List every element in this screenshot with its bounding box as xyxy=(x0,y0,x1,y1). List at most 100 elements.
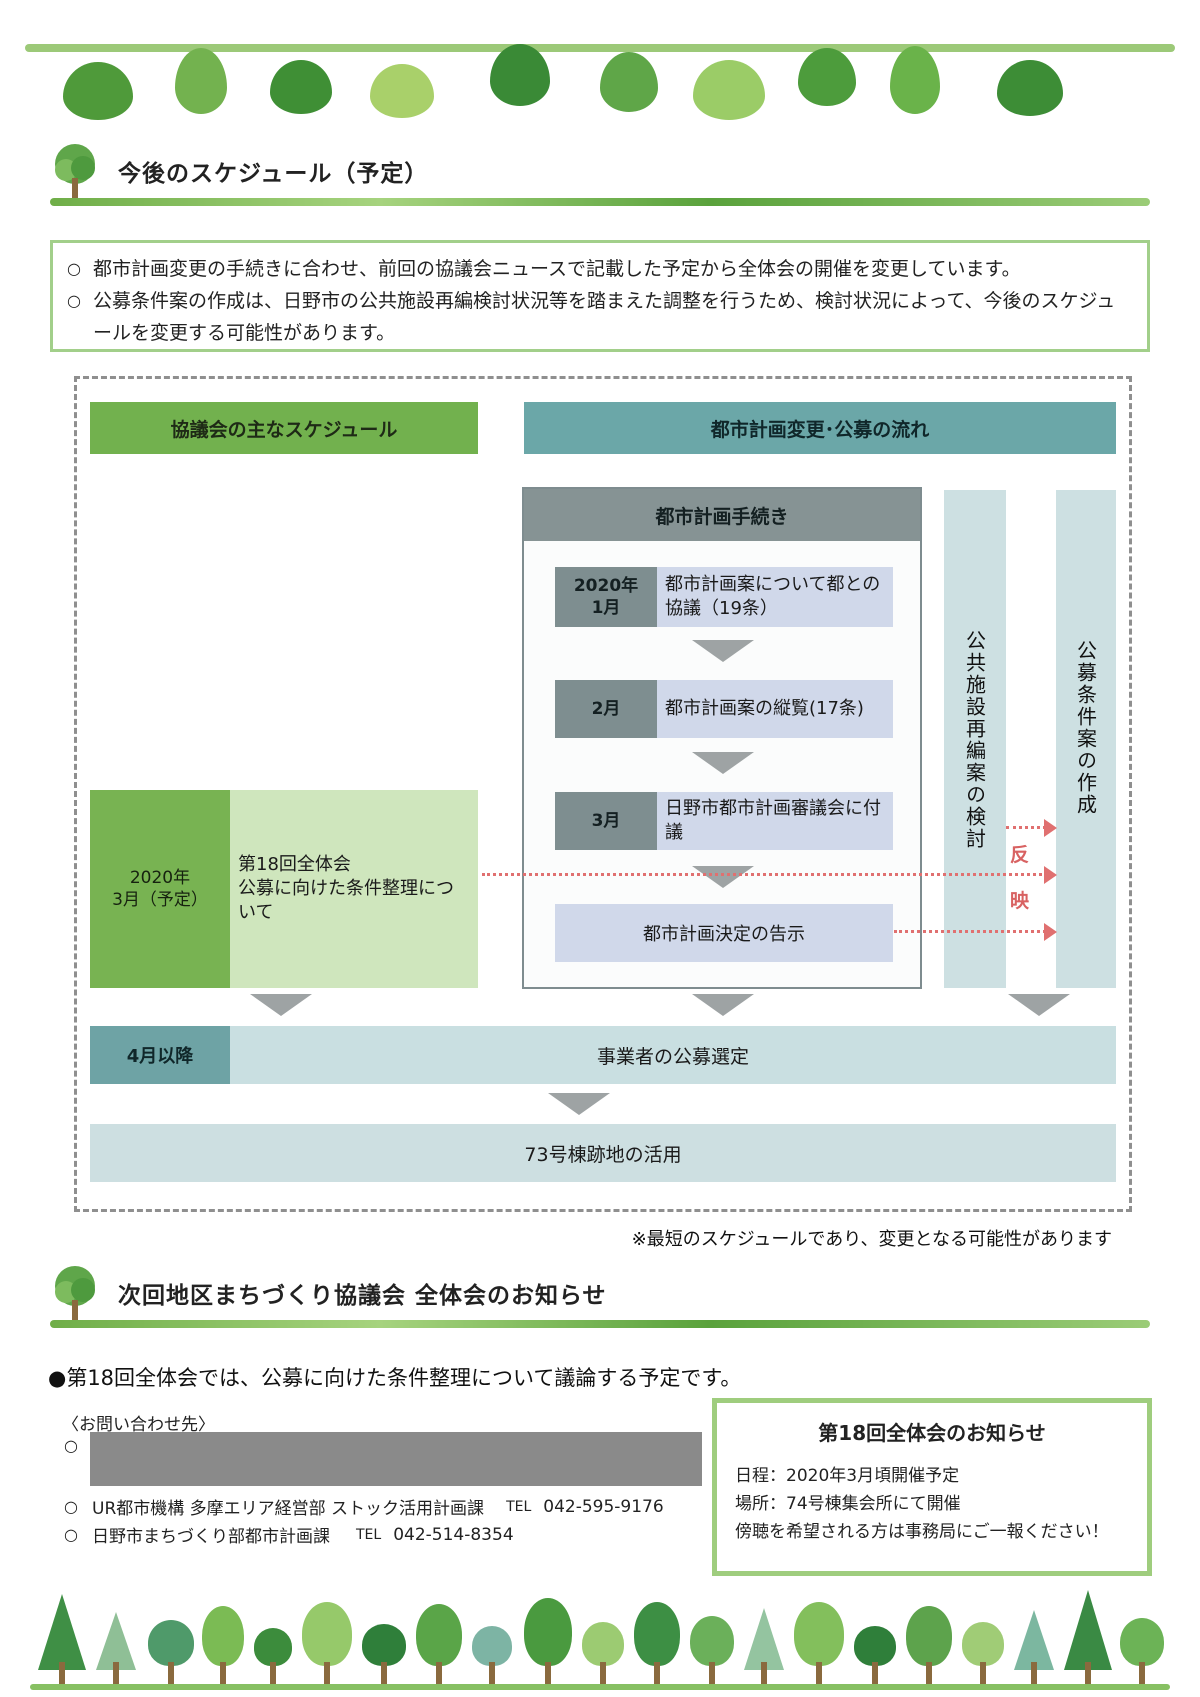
notice-text: 都市計画変更の手続きに合わせ、前回の協議会ニュースで記載した予定から全体会の開催… xyxy=(93,258,1021,280)
section-heading-notice: 次回地区まちづくり協議会 全体会のお知らせ xyxy=(50,1264,1150,1334)
bullet-circle: ○ xyxy=(64,1497,78,1516)
planning-flow-header: 都市計画変更･公募の流れ xyxy=(524,402,1116,454)
leaf-icon xyxy=(63,62,133,120)
reflect-arrowhead xyxy=(1044,819,1057,837)
selection-text: 事業者の公募選定 xyxy=(230,1026,1116,1084)
flow-arrow xyxy=(548,1093,610,1115)
step-text: 都市計画案について都との協議（19条） xyxy=(657,567,893,627)
meeting-title: 第18回全体会のお知らせ xyxy=(818,1421,1046,1445)
leaf-icon xyxy=(600,52,658,112)
section-title: 今後のスケジュール（予定） xyxy=(118,161,429,187)
contact-row: ○ xyxy=(64,1436,92,1455)
site-utilization: 73号棟跡地の活用 xyxy=(90,1124,1116,1182)
bullet-circle: ○ xyxy=(64,1436,78,1455)
contact-row: ○ 日野市まちづくり部都市計画課 TEL 042-514-8354 xyxy=(64,1522,514,1548)
tree-icon xyxy=(38,1594,86,1684)
notice-item: ○ 都市計画変更の手続きに合わせ、前回の協議会ニュースで記載した予定から全体会の開… xyxy=(67,253,1133,285)
contact-label: 〈お問い合わせ先〉 xyxy=(62,1415,215,1435)
tree-icon xyxy=(202,1604,244,1684)
section-title: 次回地区まちづくり協議会 全体会のお知らせ xyxy=(118,1283,607,1309)
leaf-icon xyxy=(693,60,765,120)
contact-tel: 042-514-8354 xyxy=(393,1524,514,1545)
reflect-arrowhead xyxy=(1044,923,1057,941)
tree-icon xyxy=(906,1604,952,1684)
section-heading-schedule: 今後のスケジュール（予定） xyxy=(50,142,1150,212)
tree-icon xyxy=(634,1600,680,1684)
tree-icon xyxy=(1014,1610,1054,1684)
vertical-label: 公共施設再編案の検討 xyxy=(962,630,987,850)
bullet-circle: ○ xyxy=(64,1525,78,1544)
leaf-icon xyxy=(997,60,1063,116)
tree-icon xyxy=(148,1618,194,1684)
step-text: 都市計画決定の告示 xyxy=(555,904,893,962)
notice-box: ○ 都市計画変更の手続きに合わせ、前回の協議会ニュースで記載した予定から全体会の開… xyxy=(50,240,1150,352)
conditions-draft-column: 公募条件案の作成 xyxy=(1056,490,1116,988)
tree-icon xyxy=(472,1624,512,1684)
tree-icon xyxy=(854,1624,896,1684)
leaf-icon xyxy=(490,44,550,106)
leaf-icon xyxy=(798,48,856,106)
bullet-circle: ○ xyxy=(67,291,81,310)
tree-icon xyxy=(524,1596,572,1684)
notice-text: 公募条件案の作成は、日野市の公共施設再編検討状況等を踏まえた調整を行うため、検討… xyxy=(93,290,1116,344)
facility-review-column: 公共施設再編案の検討 xyxy=(944,490,1006,988)
leaf-icon xyxy=(175,48,227,114)
council-schedule-header: 協議会の主なスケジュール xyxy=(90,402,478,454)
tel-label: TEL xyxy=(506,1498,532,1515)
vertical-label: 公募条件案の作成 xyxy=(1073,640,1098,816)
contact-org: 日野市まちづくり部都市計画課 xyxy=(92,1527,330,1547)
contact-org: UR都市機構 多摩エリア経営部 ストック活用計画課 xyxy=(92,1499,485,1519)
tree-icon xyxy=(254,1626,292,1684)
leaf-icon xyxy=(370,64,434,118)
tree-icon xyxy=(1064,1590,1112,1684)
agenda-text: ●第18回全体会では、公募に向けた条件整理について議論する予定です。 xyxy=(48,1366,742,1390)
council-date: 2020年 3月（予定） xyxy=(90,790,230,988)
step-date: 2月 xyxy=(555,680,657,738)
flow-arrow xyxy=(692,994,754,1016)
meeting-note: 傍聴を希望される方は事務局にご一報ください！ xyxy=(735,1522,1109,1542)
council-text: 第18回全体会 公募に向けた条件整理について xyxy=(230,790,478,988)
process-title: 都市計画手続き xyxy=(524,489,920,541)
schedule-footnote: ※最短のスケジュールであり、変更となる可能性があります xyxy=(631,1229,1112,1250)
flow-arrow xyxy=(250,994,312,1016)
selection-date: 4月以降 xyxy=(90,1026,230,1084)
leaf-icon xyxy=(270,60,332,114)
ground-line xyxy=(30,1684,1170,1690)
tree-icon xyxy=(96,1612,136,1684)
meeting-schedule: 日程：2020年3月頃開催予定 xyxy=(735,1466,960,1486)
redacted-block xyxy=(90,1432,702,1486)
reflect-label: 反 xyxy=(1010,844,1030,866)
notice-item: ○ 公募条件案の作成は、日野市の公共施設再編検討状況等を踏まえた調整を行うため、検… xyxy=(67,285,1133,349)
section-rule xyxy=(50,1320,1150,1328)
reflect-line xyxy=(482,873,1047,876)
tree-icon xyxy=(416,1602,462,1684)
tree-icon xyxy=(1120,1616,1164,1684)
flow-arrow xyxy=(1008,994,1070,1016)
reflect-line xyxy=(894,930,1046,933)
contact-tel: 042-595-9176 xyxy=(543,1496,664,1517)
bullet-circle: ○ xyxy=(67,259,81,278)
leaf-garland xyxy=(25,40,1175,130)
forest-border xyxy=(30,1585,1170,1690)
step-date: 3月 xyxy=(555,792,657,850)
step-text: 日野市都市計画審議会に付議 xyxy=(657,792,893,850)
step-text: 都市計画案の縦覧(17条) xyxy=(657,680,893,738)
section-rule xyxy=(50,198,1150,206)
garland-vine xyxy=(25,44,1175,52)
tree-icon xyxy=(55,1266,95,1322)
tree-icon xyxy=(582,1620,624,1684)
tree-icon xyxy=(55,144,95,200)
tree-icon xyxy=(362,1622,406,1684)
reflect-line xyxy=(1006,826,1046,829)
tree-icon xyxy=(302,1598,352,1684)
flow-arrow xyxy=(692,640,754,662)
flow-arrow xyxy=(692,752,754,774)
reflect-arrowhead xyxy=(1044,866,1057,884)
tree-icon xyxy=(962,1620,1004,1684)
tree-icon xyxy=(794,1598,844,1684)
tree-icon xyxy=(690,1614,734,1684)
tel-label: TEL xyxy=(356,1526,382,1543)
contact-row: ○ UR都市機構 多摩エリア経営部 ストック活用計画課 TEL 042-595-… xyxy=(64,1494,664,1520)
schedule-frame xyxy=(74,376,1132,1212)
tree-icon xyxy=(744,1608,784,1684)
